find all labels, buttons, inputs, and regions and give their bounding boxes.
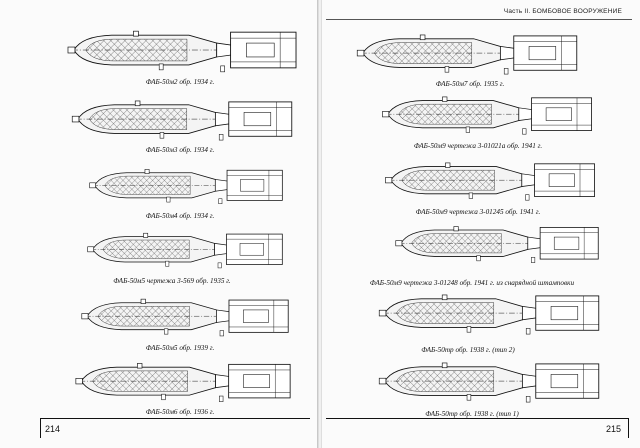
left-page: ФАБ-50м2 обр. 1934 г. ФАБ-50м3 обр. 1934… [0, 0, 318, 448]
figure-caption: ФАБ-50м4 обр. 1934 г. [145, 212, 215, 220]
bomb-drawing [75, 362, 292, 403]
bomb-drawing [71, 100, 294, 141]
figure-caption: ФАБ-50м2 обр. 1934 г. [145, 78, 215, 86]
bomb-drawing [378, 362, 602, 403]
figure-caption: ФАБ-50м7 обр. 1935 г. [435, 80, 505, 88]
running-title: Часть II. БОМБОВОЕ ВООРУЖЕНИЕ [503, 8, 622, 15]
page-number: 214 [45, 424, 61, 434]
figure-caption: ФАБ-50м9 чертежа 3-01245 обр. 1941 г. [415, 208, 541, 216]
bomb-drawing [87, 232, 284, 269]
bomb-drawing [395, 226, 600, 264]
page-number-bar [628, 418, 629, 438]
page-number-bar [40, 418, 41, 438]
figure-caption: ФАБ-50м3 обр. 1934 г. [145, 146, 215, 154]
bomb-drawing [382, 96, 594, 135]
bomb-drawing [356, 34, 580, 75]
figure-caption: ФАБ-50м6 обр. 1936 г. [145, 408, 215, 416]
bomb-drawing [67, 30, 298, 73]
header-rule [326, 19, 632, 20]
figure-caption: ФАБ-50тр обр. 1938 г. (тип 1) [425, 410, 519, 418]
bomb-drawing [81, 298, 290, 337]
figure-caption: ФАБ-50м5 обр. 1939 г. [145, 344, 215, 352]
figure-caption: ФАБ-50тр обр. 1938 г. (тип 2) [421, 346, 515, 354]
right-page: Часть II. БОМБОВОЕ ВООРУЖЕНИЕ ФАБ-50м7 о… [322, 0, 640, 448]
figure-caption: ФАБ-50м9 чертежа 3-01021а обр. 1941 г. [413, 142, 543, 150]
bomb-drawing [378, 294, 602, 335]
page-number-rule [326, 418, 628, 419]
bomb-drawing [89, 168, 284, 205]
figure-caption: ФАБ-50м9 чертежа 3-01248 обр. 1941 г. из… [369, 279, 575, 287]
bomb-drawing [385, 162, 597, 201]
figure-caption: ФАБ-50м5 чертежа 3-569 обр. 1935 г. [113, 277, 231, 285]
page-number: 215 [606, 424, 622, 434]
page-number-rule [40, 418, 310, 419]
book-gutter [317, 0, 323, 448]
